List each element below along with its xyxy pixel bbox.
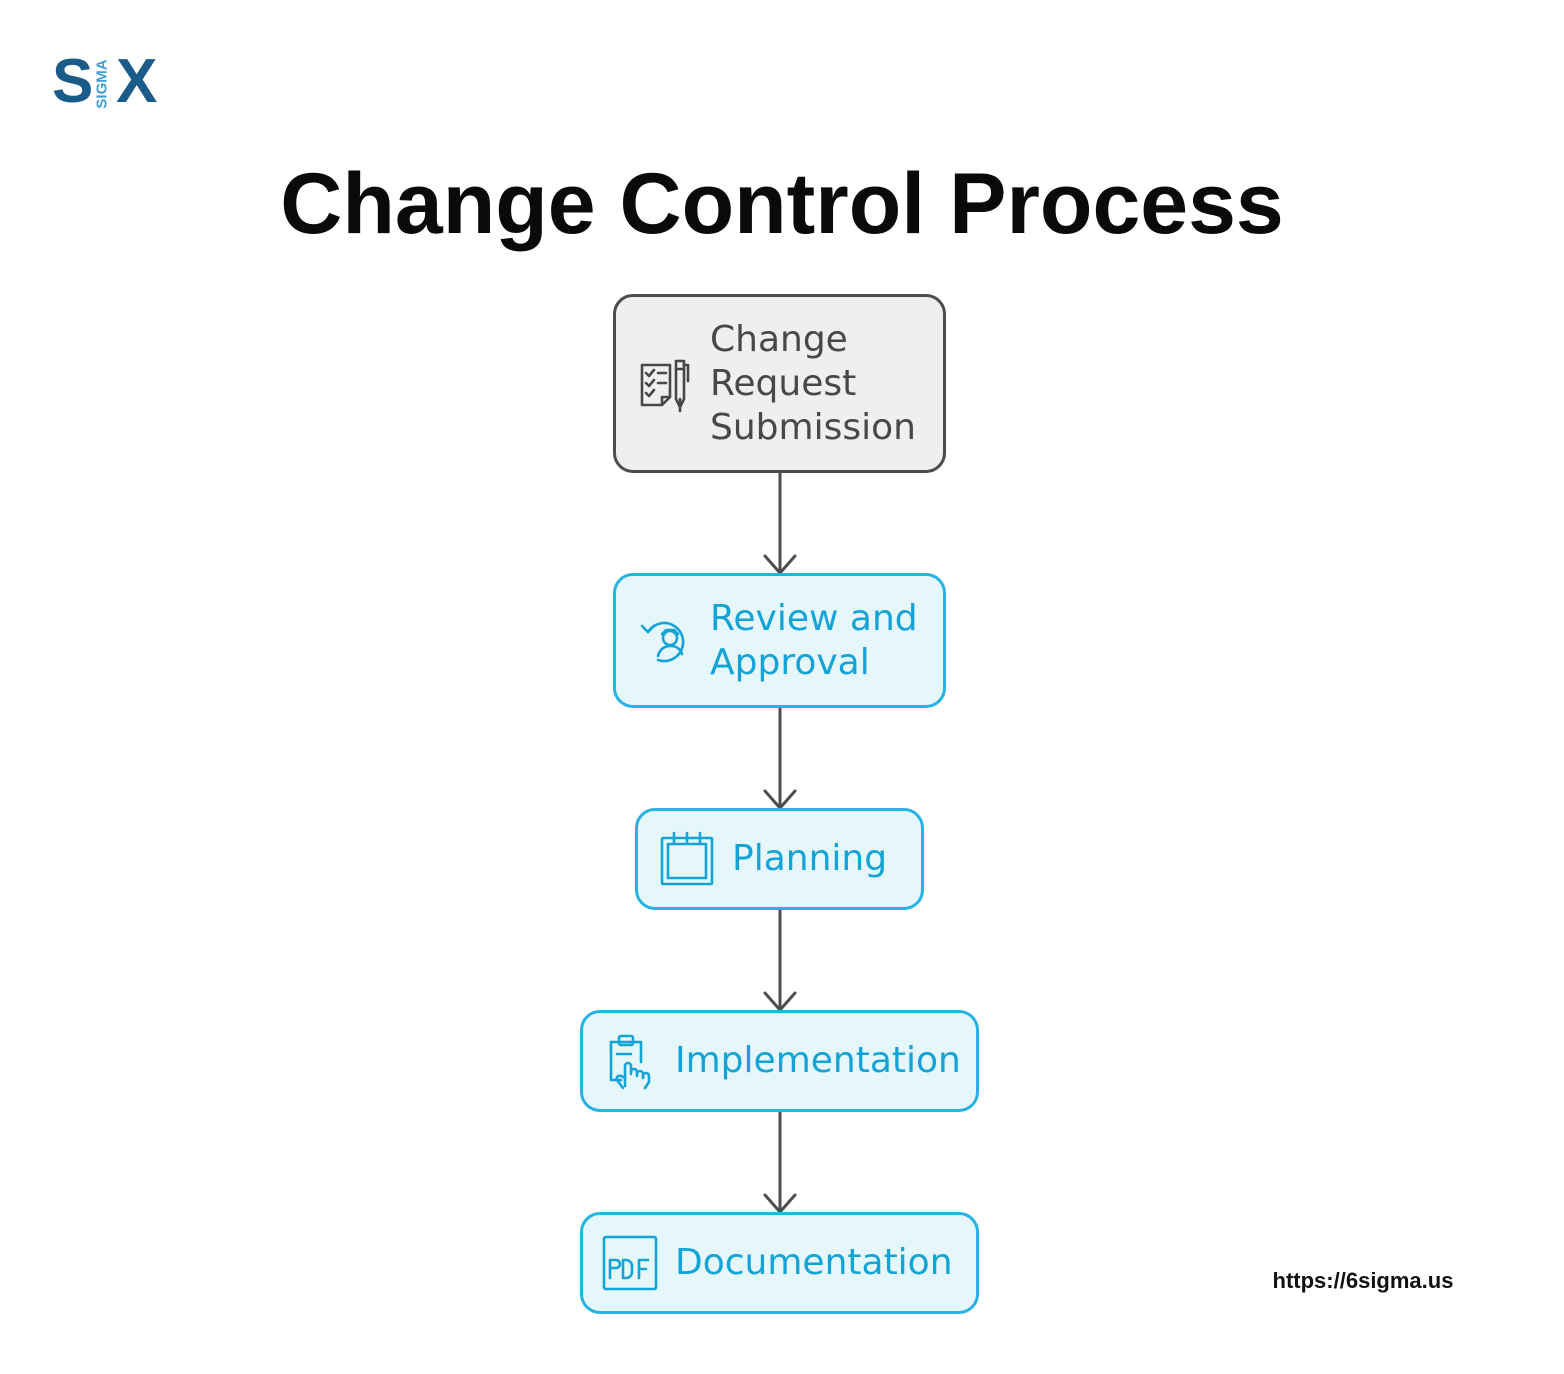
step-label: Documentation bbox=[675, 1242, 953, 1283]
step-review-and-approval: Review and Approval bbox=[613, 573, 946, 708]
connector-arrow-2-3 bbox=[763, 706, 797, 810]
step-label: Planning bbox=[732, 838, 888, 879]
clipboard-hand-icon bbox=[601, 1032, 659, 1090]
step-change-request-submission: Change Request Submission bbox=[613, 294, 946, 473]
step-label: Review and Approval bbox=[710, 597, 918, 683]
calendar-icon bbox=[658, 830, 716, 888]
sixsigma-logo: S SIGMA X bbox=[52, 47, 164, 116]
step-implementation: Implementation bbox=[580, 1010, 979, 1112]
connector-arrow-3-4 bbox=[763, 908, 797, 1012]
connector-arrow-4-5 bbox=[763, 1110, 797, 1214]
step-documentation: Documentation bbox=[580, 1212, 979, 1314]
connector-arrow-1-2 bbox=[763, 471, 797, 575]
logo-letter-x: X bbox=[116, 47, 158, 116]
checklist-pen-icon bbox=[636, 355, 694, 413]
logo-letter-s: S bbox=[52, 47, 94, 116]
step-planning: Planning bbox=[635, 808, 924, 910]
review-cycle-person-icon bbox=[636, 612, 694, 670]
step-label: Implementation bbox=[675, 1040, 961, 1081]
step-label: Change Request Submission bbox=[710, 318, 916, 448]
pdf-document-icon bbox=[601, 1234, 659, 1292]
diagram-title: Change Control Process bbox=[280, 156, 1284, 252]
footer-url: https://6sigma.us bbox=[1272, 1268, 1454, 1293]
